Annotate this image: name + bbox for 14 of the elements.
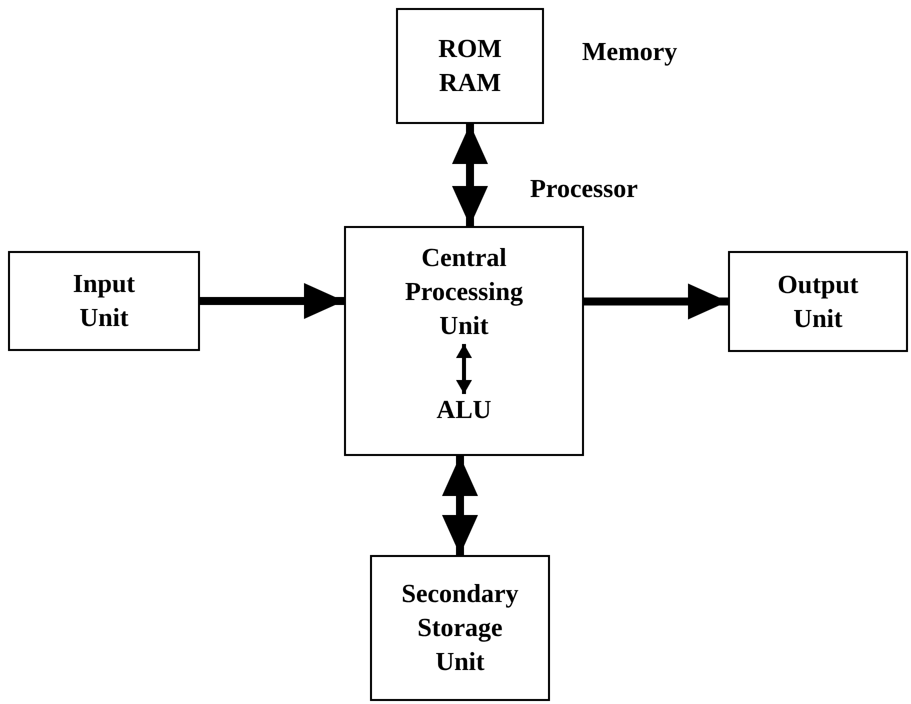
unit-box: Input Unit (8, 251, 200, 351)
unit-label: Central Processing Unit (360, 240, 568, 344)
processor-box (344, 226, 584, 456)
arrow (452, 124, 488, 226)
unit-box: ROM RAM (396, 8, 544, 124)
arrow (456, 344, 472, 394)
unit-label: ALU (432, 394, 496, 426)
unit-box: Secondary Storage Unit (370, 555, 550, 701)
unit-box: Output Unit (728, 251, 908, 352)
arrow (442, 456, 478, 555)
node-label: Memory (582, 36, 678, 68)
arrow (200, 283, 344, 319)
arrow (584, 284, 728, 320)
node-label: Processor (530, 173, 638, 205)
